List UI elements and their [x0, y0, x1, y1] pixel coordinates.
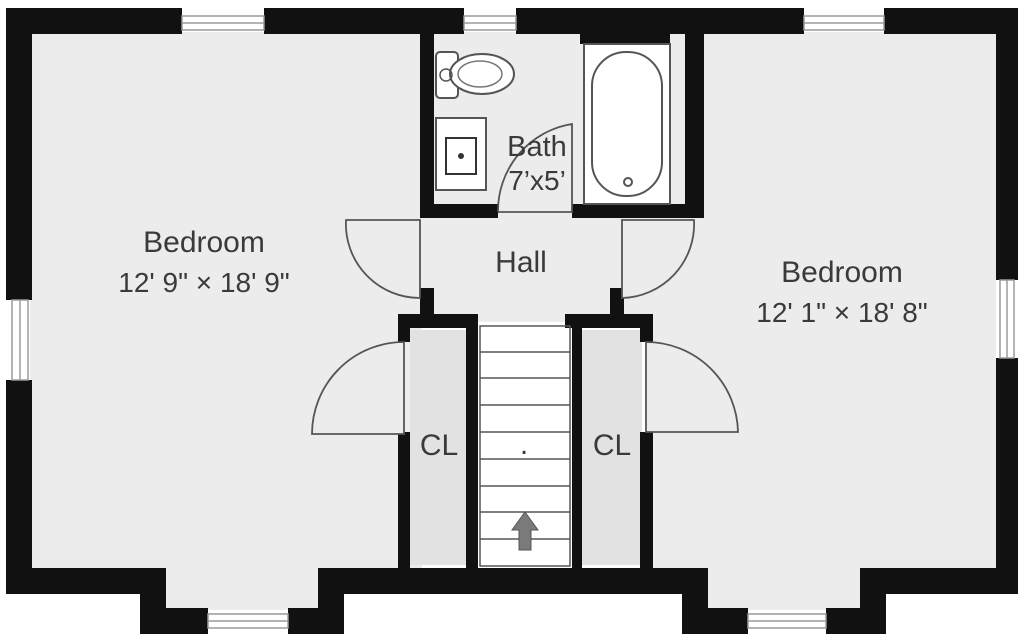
hall-door-swing-right [621, 219, 695, 299]
toilet [435, 51, 515, 99]
bathtub [583, 43, 671, 205]
closet-right-label: CL [593, 429, 631, 462]
outer-walls [6, 8, 1018, 634]
bedroom-left-dims: 12' 9" × 18' 9" [118, 267, 289, 298]
bath-door-swing [497, 122, 573, 213]
bedroom-left-bay-floor [165, 570, 320, 610]
bedroom-left-floor [30, 32, 422, 572]
stairs-mark: . [520, 428, 528, 461]
closet-left-floor [410, 330, 470, 565]
closet-left-label: CL [420, 429, 458, 462]
closet-right-floor [582, 330, 642, 565]
closet-left-door-swing [311, 341, 405, 435]
sink [435, 117, 487, 191]
bedroom-right-bay-floor [705, 570, 860, 610]
door-swings [311, 122, 739, 435]
bedroom-left-label: Bedroom [143, 226, 265, 259]
bath-label: Bath [507, 131, 567, 163]
bath-dims: 7’x5’ [508, 165, 566, 196]
bedroom-right-dims: 12' 1" × 18' 8" [756, 297, 927, 328]
closet-right-door-swing [645, 341, 739, 433]
hall-door-swing-left [345, 219, 421, 299]
bedroom-right-floor [650, 32, 996, 572]
stairs-up-arrow-icon [511, 511, 539, 551]
window-panes [19, 22, 1008, 622]
bedroom-right-label: Bedroom [781, 256, 903, 289]
hall-label: Hall [495, 246, 547, 279]
interior-walls [398, 30, 704, 572]
